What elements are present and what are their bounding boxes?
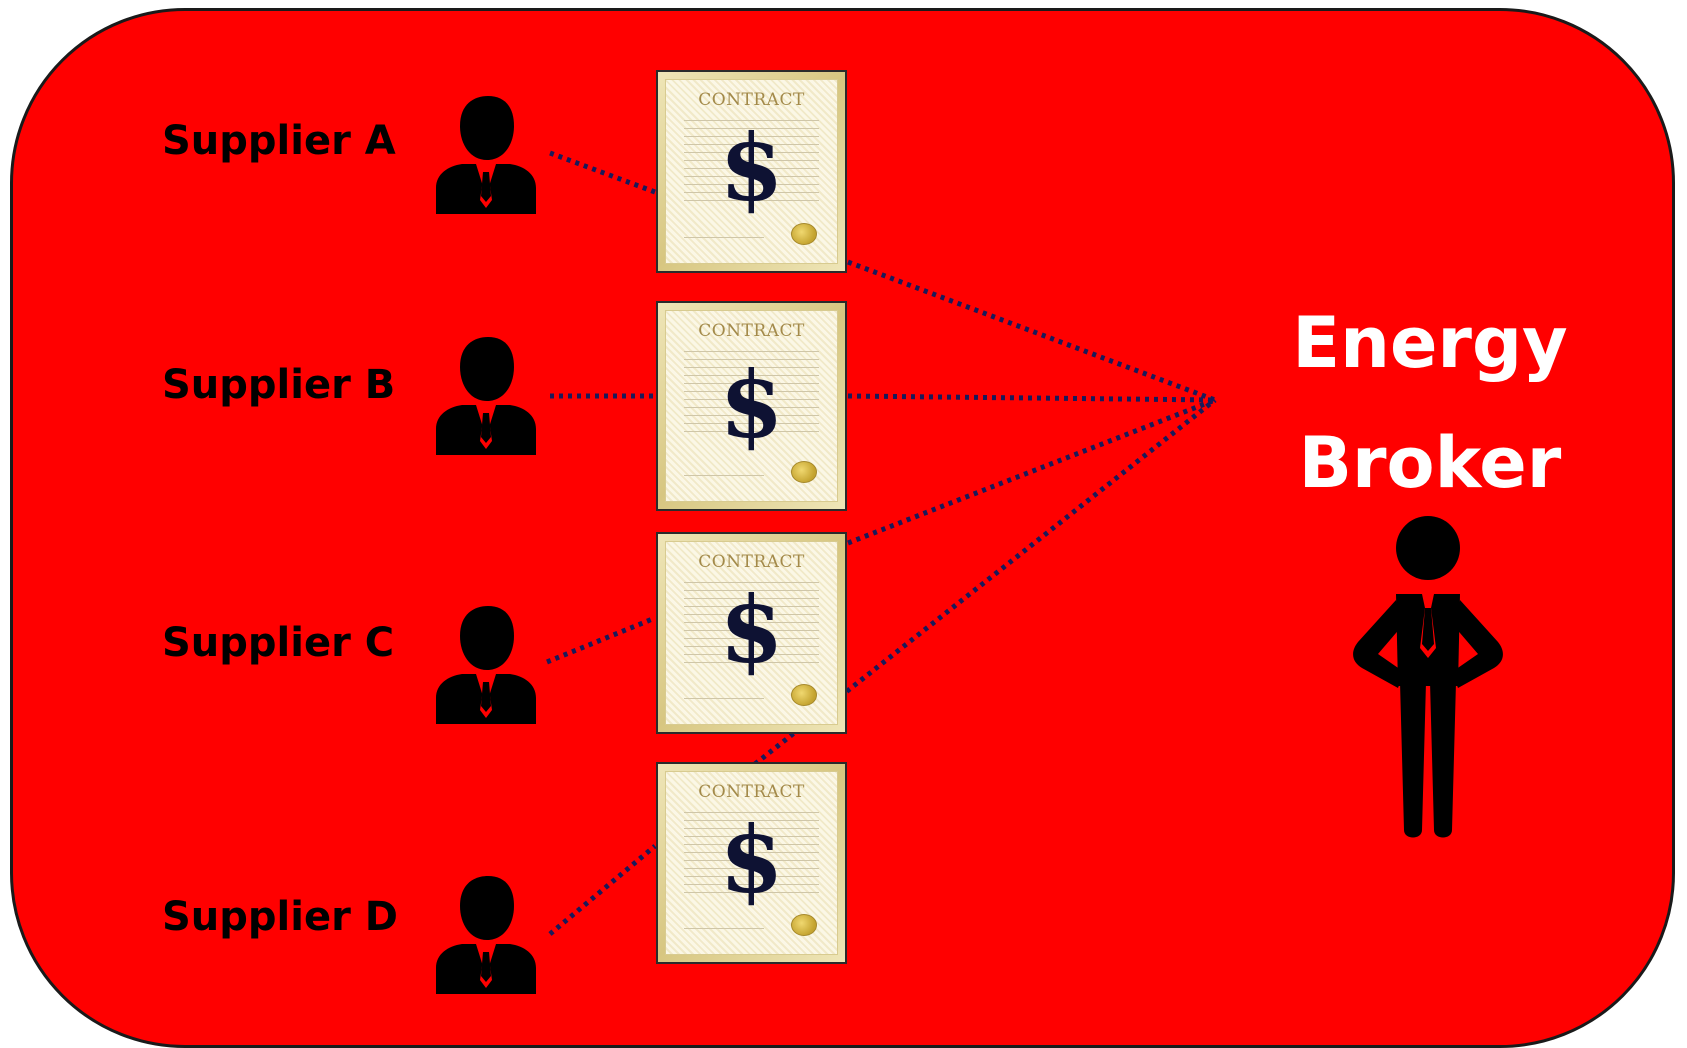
dollar-sign: $ [719,576,784,684]
connector-contract-a-broker [847,259,1216,403]
contract-title: CONTRACT [698,552,805,572]
contract-title: CONTRACT [698,782,805,802]
connector-supplier-a [549,150,656,195]
connector-supplier-c [546,615,656,665]
connector-supplier-d [548,844,657,936]
seal-icon [791,914,817,936]
broker-label-line2: Broker [1298,422,1562,504]
seal-icon [791,223,817,245]
businessman-icon [436,606,536,724]
contract-b: CONTRACT $ [656,301,847,511]
businessman-icon [436,96,536,214]
connector-contract-d-broker [753,398,1217,766]
seal-icon [791,461,817,483]
contract-title: CONTRACT [698,321,805,341]
connector-contract-b-broker [847,393,1216,403]
businessman-icon [436,337,536,455]
broker-label-line1: Energy [1292,302,1568,384]
supplier-a-label: Supplier A [162,118,396,164]
dollar-sign: $ [719,114,784,222]
contract-c: CONTRACT $ [656,532,847,734]
supplier-b-label: Supplier B [162,362,396,408]
supplier-d-label: Supplier D [162,894,398,940]
supplier-c-label: Supplier C [162,620,395,666]
businessman-icon [436,876,536,994]
dollar-sign: $ [719,351,784,459]
dollar-sign: $ [719,806,784,914]
seal-icon [791,684,817,706]
contract-title: CONTRACT [698,90,805,110]
connector-contract-c-broker [847,397,1216,546]
standing-person-icon [1353,516,1503,838]
contract-d: CONTRACT $ [656,762,847,964]
contract-a: CONTRACT $ [656,70,847,273]
